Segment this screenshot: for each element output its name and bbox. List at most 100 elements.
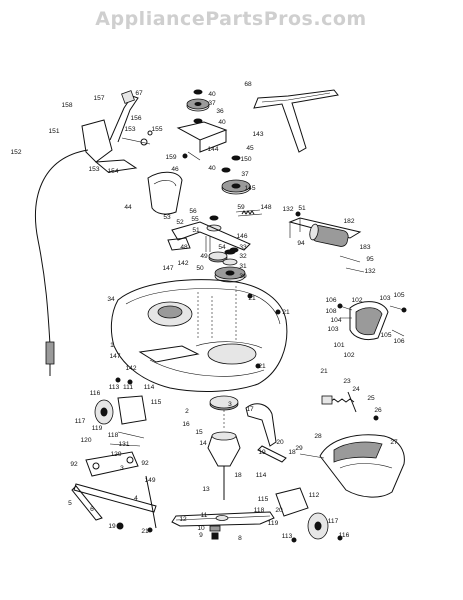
part-number-label: 19 — [258, 449, 266, 456]
part-number-label: 103 — [327, 326, 338, 333]
part-number-label: 15 — [195, 429, 203, 436]
part-number-label: 118 — [108, 432, 119, 439]
part-number-label: 21 — [258, 363, 266, 370]
part-number-label: 119 — [268, 520, 279, 527]
part-number-label: 147 — [162, 265, 173, 272]
part-number-label: 36 — [216, 108, 224, 115]
part-number-label: 153 — [88, 166, 99, 173]
part-number-label: 158 — [61, 102, 72, 109]
part-number-label: 104 — [330, 317, 341, 324]
part-number-label: 20 — [276, 439, 284, 446]
part-number-label: 59 — [237, 204, 245, 211]
part-number-label: 11 — [201, 512, 208, 519]
part-number-label: 114 — [144, 384, 155, 391]
mower-blade-part — [171, 511, 275, 540]
part-number-label: 18 — [288, 449, 296, 456]
part-number-label: 103 — [379, 295, 390, 302]
part-number-label: 132 — [282, 206, 293, 213]
drive-belt-part — [253, 89, 339, 153]
height-adjust-bracket-part — [85, 451, 139, 477]
part-number-label: 10 — [197, 525, 205, 532]
part-number-label: 13 — [202, 486, 210, 493]
part-number-label: 147 — [109, 353, 120, 360]
roller-assembly-part — [288, 211, 365, 273]
part-number-label: 117 — [75, 418, 86, 425]
part-number-label: 40 — [218, 119, 226, 126]
part-number-label: 101 — [333, 342, 344, 349]
part-number-label: 18 — [234, 472, 242, 479]
right-gauge-wheel-part — [275, 487, 343, 543]
part-number-label: 145 — [244, 185, 255, 192]
clutch-cable-part — [35, 149, 89, 376]
part-number-label: 21 — [248, 295, 256, 302]
part-number-label: 149 — [144, 477, 155, 484]
part-number-label: 116 — [339, 532, 350, 539]
part-number-label: 52 — [176, 219, 184, 226]
part-number-label: 144 — [207, 146, 218, 153]
part-number-label: 29 — [295, 445, 303, 452]
part-number-label: 131 — [118, 441, 129, 448]
part-number-label: 113 — [282, 533, 293, 540]
part-number-label: 37 — [241, 171, 249, 178]
part-number-label: 120 — [80, 437, 91, 444]
part-number-label: 106 — [393, 338, 404, 345]
part-number-label: 21 — [320, 368, 328, 375]
part-number-label: 51 — [298, 205, 306, 212]
part-number-label: 102 — [343, 352, 354, 359]
part-number-label: 55 — [191, 216, 199, 223]
part-number-label: 113 — [109, 384, 120, 391]
part-number-label: 23 — [343, 378, 351, 385]
part-number-labels: 6815767158403637401431441561551531511521… — [10, 81, 404, 542]
part-number-label: 30 — [239, 273, 247, 280]
part-number-label: 114 — [256, 472, 267, 479]
mandrel-pulley-part — [214, 249, 246, 283]
part-number-label: 14 — [199, 440, 207, 447]
part-number-label: 1 — [110, 342, 114, 349]
part-number-label: 2 — [185, 408, 189, 415]
part-number-label: 105 — [380, 332, 391, 339]
part-number-label: 111 — [123, 384, 133, 391]
part-number-label: 132 — [364, 268, 375, 275]
part-number-label: 152 — [10, 149, 21, 156]
part-number-label: 183 — [359, 244, 370, 251]
part-number-label: 20 — [275, 507, 283, 514]
mulch-cover-part — [337, 301, 407, 341]
part-number-label: 182 — [343, 218, 354, 225]
part-number-label: 68 — [244, 81, 252, 88]
idler-pulley-stack-part — [176, 89, 228, 161]
part-number-label: 92 — [141, 460, 149, 467]
part-number-label: 106 — [325, 297, 336, 304]
part-number-label: 67 — [135, 90, 143, 97]
part-number-label: 34 — [107, 296, 115, 303]
part-number-label: 4 — [134, 495, 138, 502]
part-number-label: 92 — [70, 461, 78, 468]
part-number-label: 37 — [208, 100, 216, 107]
part-number-label: 8 — [238, 535, 242, 542]
part-number-label: 40 — [208, 91, 216, 98]
part-number-label: 33 — [239, 244, 247, 251]
part-number-label: 94 — [297, 240, 305, 247]
part-number-label: 150 — [240, 156, 251, 163]
part-number-label: 9 — [199, 532, 203, 539]
part-number-label: 25 — [367, 395, 375, 402]
part-number-label: 154 — [107, 168, 118, 175]
part-number-label: 155 — [151, 126, 162, 133]
part-number-label: 117 — [328, 518, 339, 525]
part-number-label: 50 — [196, 265, 204, 272]
part-number-label: 115 — [151, 399, 162, 406]
part-number-label: 56 — [189, 208, 197, 215]
part-number-label: 12 — [179, 516, 187, 523]
site-watermark: AppliancePartsPros.com — [95, 8, 366, 30]
belt-guard-part — [147, 171, 183, 215]
part-number-label: 3 — [120, 465, 124, 472]
part-number-label: 156 — [130, 115, 141, 122]
part-number-label: 44 — [124, 204, 132, 211]
part-number-label: 105 — [393, 292, 404, 299]
part-number-label: 102 — [351, 297, 362, 304]
part-number-label: 6 — [90, 506, 94, 513]
deflector-spring-part — [321, 391, 379, 421]
part-number-label: 116 — [90, 390, 101, 397]
part-number-label: 146 — [236, 233, 247, 240]
part-number-label: 53 — [163, 214, 171, 221]
